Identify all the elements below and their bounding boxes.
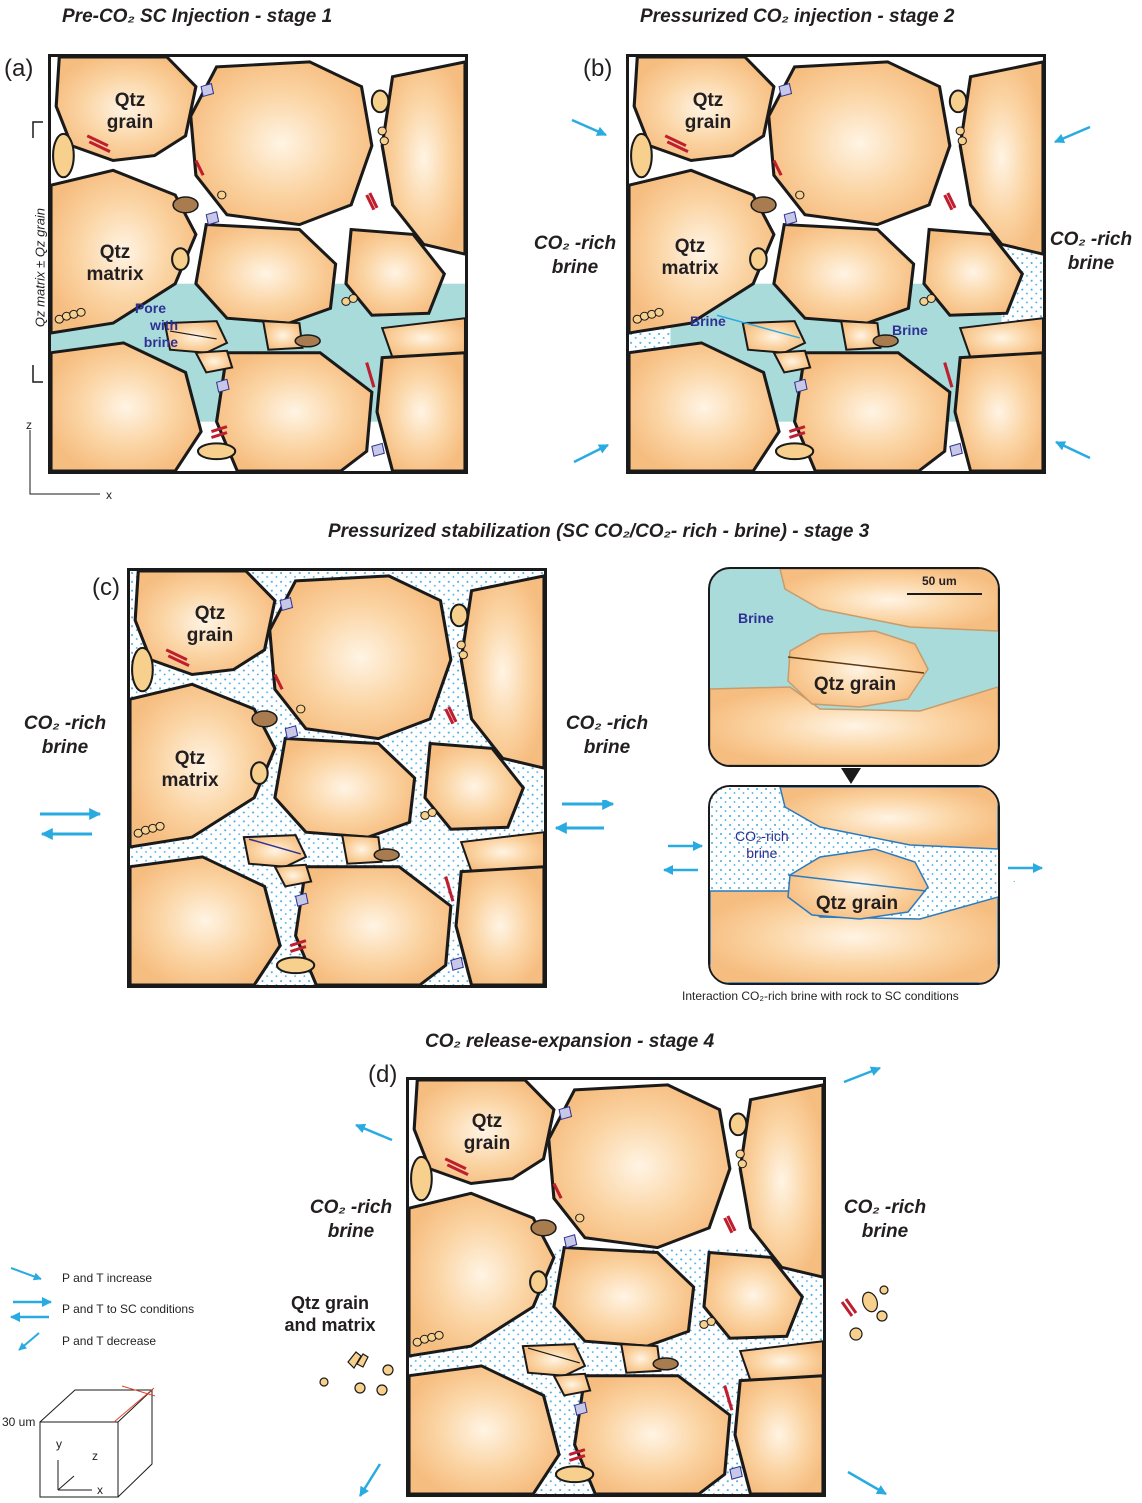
- inset-bottom: [708, 785, 1000, 985]
- cube-axis-z: z: [92, 1449, 98, 1463]
- arrow-in-icon: [1055, 127, 1090, 142]
- arrow-out-icon: [360, 1464, 380, 1496]
- triangle-down-icon: [839, 766, 863, 786]
- inset-arrows: [660, 836, 1050, 882]
- arrow-out-icon: [848, 1472, 886, 1494]
- arrow-in-icon: [1056, 442, 1090, 458]
- arrow-in-icon: [572, 120, 606, 135]
- cube-axis-y: y: [56, 1437, 62, 1451]
- panel-d-arrows: [340, 1060, 900, 1503]
- legend-increase: P and T increase: [62, 1271, 152, 1285]
- arrow-out-icon: [19, 1333, 39, 1350]
- arrow-in-icon: [11, 1268, 41, 1279]
- legend-to-sc: P and T to SC conditions: [62, 1302, 194, 1316]
- arrow-out-icon: [356, 1125, 392, 1140]
- inset-brine-label: Brine: [738, 610, 774, 627]
- stage3-title: Pressurized stabilization (SC CO₂/CO₂- r…: [328, 521, 869, 543]
- inset-bottom-qtz-label: Qtz grain: [792, 893, 922, 915]
- legend-decrease: P and T decrease: [62, 1334, 156, 1348]
- inset-top: [708, 567, 1000, 767]
- panel-b-label: (b): [583, 55, 612, 83]
- legend-arrows: [5, 1262, 57, 1362]
- stage4-title: CO₂ release-expansion - stage 4: [425, 1031, 714, 1053]
- bracket-icon: [25, 120, 47, 390]
- cube-axis-x: x: [97, 1483, 103, 1497]
- panel-a-label: (a): [4, 55, 33, 83]
- panel-c-arrows: [30, 800, 620, 850]
- stage1-title: Pre-CO₂ SC Injection - stage 1: [62, 6, 332, 28]
- panel-c-label: (c): [92, 574, 120, 602]
- inset-top-qtz-label: Qtz grain: [790, 674, 920, 696]
- cube-size-label: 30 um: [2, 1415, 35, 1429]
- stage2-title: Pressurized CO₂ injection - stage 2: [640, 6, 955, 28]
- axes-icon: [20, 420, 120, 500]
- panel-b-arrows: [560, 100, 1120, 480]
- cube-icon: [30, 1382, 160, 1502]
- scale-bar-label: 50 um: [922, 574, 957, 588]
- axis-x-label: x: [106, 488, 112, 502]
- inset-caption: Interaction CO₂-rich brine with rock to …: [682, 989, 959, 1003]
- arrow-out-icon: [844, 1068, 880, 1082]
- axis-z-label: z: [26, 418, 32, 432]
- arrow-in-icon: [574, 445, 608, 462]
